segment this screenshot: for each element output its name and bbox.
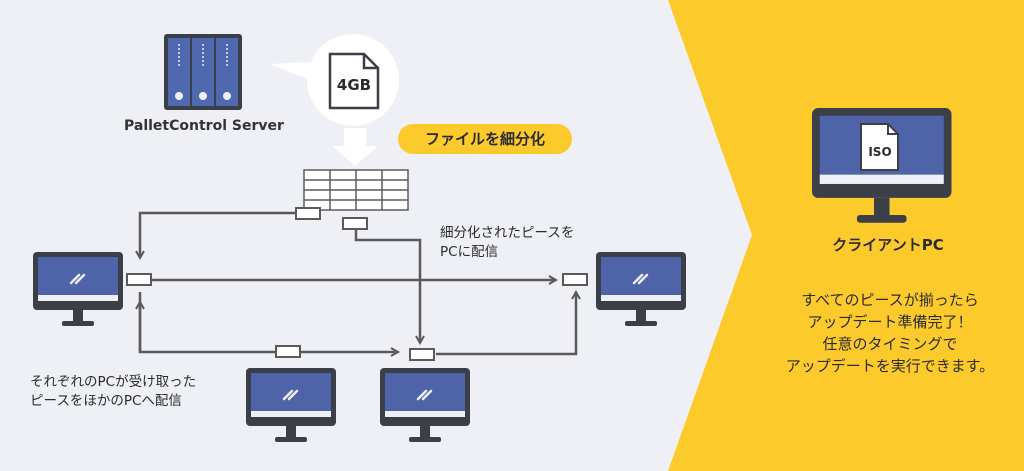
- peer-pc-bottom-center: [378, 366, 472, 444]
- server-icon: [164, 34, 242, 110]
- piece-box: [409, 348, 435, 361]
- file-icon: 4GB: [328, 52, 380, 110]
- split-tag: ファイルを細分化: [398, 124, 572, 154]
- iso-file-label: ISO: [868, 145, 891, 159]
- split-arrow: [332, 128, 378, 166]
- peer-pc-left: [31, 250, 125, 328]
- client-message-line: アップデート準備完了！: [807, 313, 973, 331]
- client-message-line: すべてのピースが揃ったら: [801, 291, 979, 309]
- client-pc-title: クライアントPC: [832, 236, 944, 254]
- split-pieces-grid: [303, 169, 409, 211]
- piece-box: [342, 217, 368, 230]
- peer-pc-bottom-left: [244, 366, 338, 444]
- distribute-note: 細分化されたピースを PCに配信: [440, 224, 574, 262]
- piece-box: [126, 273, 152, 286]
- relay-note-line: ピースをほかのPCへ配信: [30, 393, 182, 409]
- distribute-note-line: 細分化されたピースを: [440, 225, 575, 241]
- connection-lines: [140, 211, 576, 354]
- distribute-note-line: PCに配信: [440, 244, 499, 260]
- relay-note-line: それぞれのPCが受け取った: [30, 374, 197, 390]
- piece-box: [562, 273, 588, 286]
- relay-note: それぞれのPCが受け取った ピースをほかのPCへ配信: [30, 373, 196, 411]
- server-label: PalletControl Server: [124, 118, 284, 134]
- client-message-line: アップデートを実行できます。: [785, 357, 995, 375]
- peer-pc-right: [594, 250, 688, 328]
- piece-box: [295, 207, 321, 220]
- piece-boxes: [126, 207, 588, 361]
- client-message-line: 任意のタイミングで: [822, 335, 958, 353]
- client-message: すべてのピースが揃ったら アップデート準備完了！ 任意のタイミングで アップデー…: [740, 289, 1024, 377]
- file-size-label: 4GB: [337, 76, 371, 94]
- iso-file-icon: ISO: [860, 123, 899, 171]
- piece-box: [275, 345, 301, 358]
